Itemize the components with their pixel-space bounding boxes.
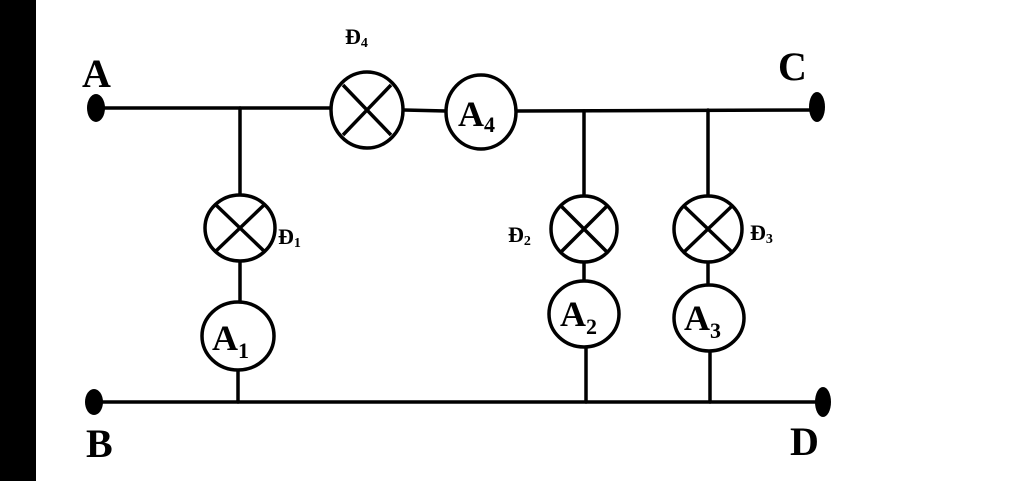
- ammeter-a2-label: A2: [560, 294, 597, 339]
- lamp-d2-label: Đ2: [508, 222, 531, 249]
- top-wire-a4-to-c: [514, 108, 818, 113]
- ammeter-a4-circle: [444, 73, 518, 151]
- lamp-d3-label: Đ3: [750, 220, 773, 247]
- terminal-d-dot: [815, 387, 831, 417]
- terminal-a-label: A: [82, 51, 111, 96]
- lamp-d2-icon: [549, 194, 619, 264]
- ammeter-a3-label: A3: [684, 298, 721, 343]
- lamp-d3-icon: [672, 194, 744, 264]
- left-border-bar: [0, 0, 36, 481]
- terminal-b-dot: [85, 389, 103, 415]
- terminal-b-label: B: [86, 421, 113, 466]
- ammeter-a4-label: A4: [458, 94, 495, 137]
- terminal-d-label: D: [790, 419, 819, 464]
- lamp-d4-label: Đ4: [345, 24, 368, 51]
- top-wire-d4-to-a4: [402, 108, 448, 113]
- ammeter-a3-circle: [672, 283, 746, 353]
- ammeter-a1-label: A1: [212, 318, 249, 363]
- lamp-d1-icon: [203, 193, 277, 263]
- lamp-d4-icon: [329, 70, 405, 150]
- terminal-c-dot: [809, 92, 825, 122]
- terminal-a-dot: [87, 94, 105, 122]
- ammeter-a2-circle: [547, 279, 621, 349]
- lamp-d1-label: Đ1: [278, 224, 301, 251]
- ammeter-a1-circle: [200, 300, 276, 372]
- terminal-c-label: C: [778, 44, 807, 89]
